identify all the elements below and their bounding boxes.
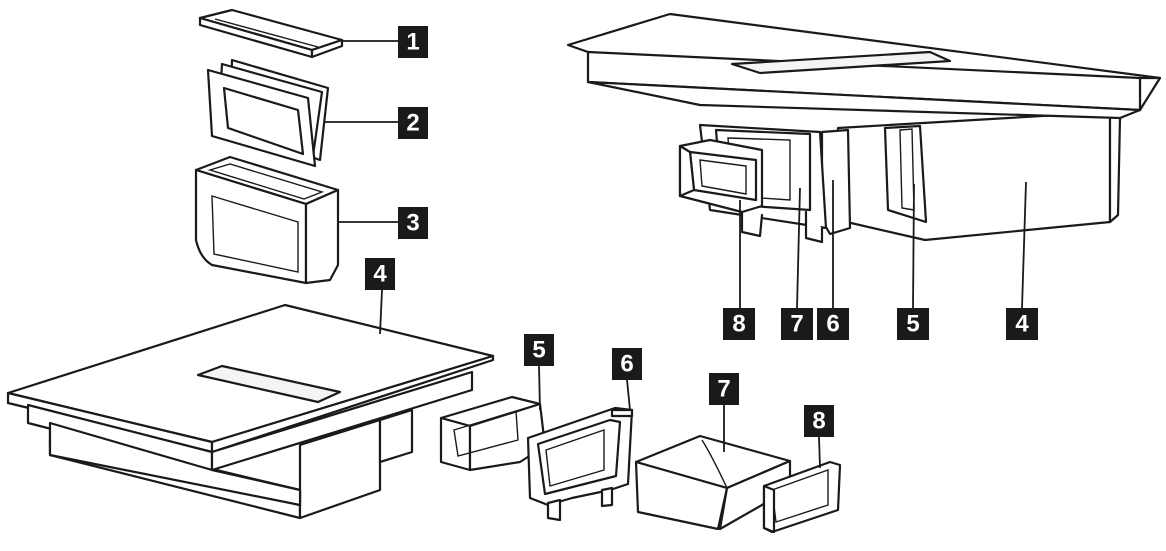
badge-left-8: 8 — [804, 405, 834, 437]
left-part-5-duct — [439, 395, 547, 472]
left-part-7-transition — [634, 434, 792, 531]
svg-text:5: 5 — [532, 337, 545, 364]
svg-text:8: 8 — [812, 408, 825, 435]
left-part-8-outlet — [762, 460, 842, 534]
badge-right-6: 6 — [817, 308, 849, 340]
part-1-filter-strip — [198, 8, 344, 59]
badge-left-3: 3 — [398, 207, 428, 239]
badge-left-4: 4 — [365, 258, 395, 290]
badge-left-6: 6 — [612, 348, 642, 380]
svg-text:6: 6 — [826, 311, 839, 338]
svg-text:7: 7 — [790, 311, 803, 338]
part-3-filter-housing — [194, 155, 340, 285]
badge-left-5: 5 — [524, 334, 554, 366]
badge-right-4: 4 — [1006, 308, 1038, 340]
svg-text:1: 1 — [406, 29, 419, 56]
badge-right-5: 5 — [897, 308, 929, 340]
left-part-6-gasket — [526, 406, 634, 522]
svg-text:4: 4 — [1015, 311, 1029, 338]
badge-right-7: 7 — [781, 308, 813, 340]
svg-text:5: 5 — [906, 311, 919, 338]
svg-text:7: 7 — [717, 376, 730, 403]
badge-left-1: 1 — [398, 26, 428, 58]
badge-left-2: 2 — [398, 107, 428, 139]
svg-text:2: 2 — [406, 110, 419, 137]
svg-text:4: 4 — [373, 261, 387, 288]
svg-text:3: 3 — [406, 210, 419, 237]
part-2-filter-frame — [206, 58, 330, 168]
left-part-4-hob — [6, 303, 495, 520]
svg-text:6: 6 — [620, 351, 633, 378]
badge-left-7: 7 — [709, 373, 739, 405]
leader-lines — [324, 40, 1027, 469]
svg-text:8: 8 — [732, 311, 745, 338]
badge-right-8: 8 — [723, 308, 755, 340]
right-assembled-unit — [566, 12, 1162, 244]
